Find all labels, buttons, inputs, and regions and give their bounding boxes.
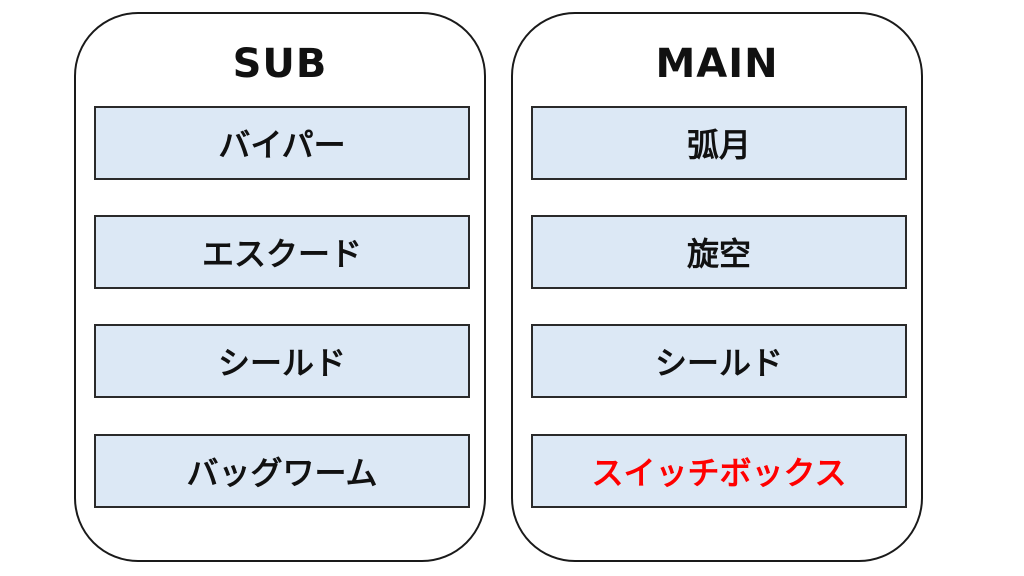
main-slot-1: 弧月 (531, 106, 907, 180)
sub-slot-2: エスクード (94, 215, 470, 289)
sub-slot-3: シールド (94, 324, 470, 398)
main-slot-2: 旋空 (531, 215, 907, 289)
main-title: MAIN (655, 41, 779, 87)
main-slot-4-label: スイッチボックス (591, 454, 847, 492)
sub-slot-2-label: エスクード (201, 235, 362, 273)
main-slot-3-label: シールド (654, 344, 783, 382)
sub-slot-1: バイパー (94, 106, 470, 180)
sub-slot-3-label: シールド (217, 344, 346, 382)
sub-title: SUB (232, 41, 328, 87)
sub-slot-4-label: バッグワーム (186, 454, 378, 492)
main-slot-4: スイッチボックス (531, 434, 907, 508)
sub-slot-4: バッグワーム (94, 434, 470, 508)
main-slot-3: シールド (531, 324, 907, 398)
sub-slot-1-label: バイパー (218, 126, 346, 164)
main-panel: MAIN 弧月 旋空 シールド スイッチボックス (511, 12, 923, 562)
main-slot-2-label: 旋空 (686, 235, 751, 273)
sub-panel: SUB バイパー エスクード シールド バッグワーム (74, 12, 486, 562)
main-slot-1-label: 弧月 (686, 126, 751, 164)
